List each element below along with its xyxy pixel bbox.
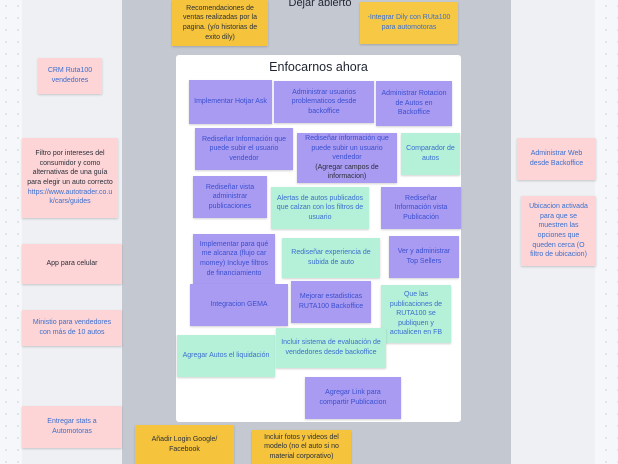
sticky-note-integrar-dily[interactable]: -Integrar Dily con RUta100 para automoto…	[360, 2, 458, 44]
board-title: Enfocarnos ahora	[269, 60, 368, 74]
sticky-note-stats[interactable]: Entregar stats a Automotoras	[22, 406, 122, 448]
sticky-note-app-celular[interactable]: App para celular	[22, 244, 122, 284]
sticky-note-liquidacion[interactable]: Agregar Autos el liquidación	[177, 335, 275, 377]
sticky-note-fotos-videos[interactable]: Incluir fotos y videos del modelo (no el…	[252, 430, 351, 464]
guide-link[interactable]: https://www.autotrader.co.uk/cars/guides	[27, 188, 113, 206]
sticky-note-experiencia-subida[interactable]: Rediseñar experiencia de subida de auto	[282, 238, 380, 278]
sticky-note-ubicacion[interactable]: Ubicacion activada para que se muestren …	[521, 196, 596, 266]
sticky-note-crm[interactable]: CRM Ruta100 vendedores	[38, 58, 102, 94]
sticky-note-comparador[interactable]: Comparador de autos	[401, 133, 460, 175]
sticky-note-gema[interactable]: Integracion GEMA	[190, 284, 288, 326]
frame-title: Dejar abierto	[288, 0, 352, 9]
sticky-note-hotjar[interactable]: Implementar Hotjar Ask	[189, 80, 272, 124]
sticky-note-flujo-car-money[interactable]: Implementar para qué me alcanza (flujo c…	[193, 234, 275, 284]
sticky-note-redisenar-info[interactable]: Rediseñar Información que puede subir el…	[195, 128, 293, 170]
sticky-note-evaluacion[interactable]: Incluir sistema de evaluación de vendedo…	[276, 328, 386, 368]
sticky-note-admin-web[interactable]: Administrar Web desde Backoffice	[517, 138, 596, 180]
sticky-note-vista-publicacion[interactable]: Rediseñar Información vista Publicación	[381, 187, 461, 229]
sticky-note-top-sellers[interactable]: Ver y administrar Top Sellers	[389, 236, 459, 278]
sticky-note-link-compartir[interactable]: Agregar Link para compartir Publicacion	[305, 377, 401, 419]
sticky-note-login-social[interactable]: Añadir Login Google/ Facebook	[135, 425, 234, 464]
sticky-note-rotacion-autos[interactable]: Administrar Rotacion de Autos en Backoff…	[376, 81, 452, 126]
sticky-note-redisenar-info-campos[interactable]: Rediseñar información que puede subir un…	[297, 133, 397, 183]
sticky-note-ministio[interactable]: Ministio para vendedores con más de 10 a…	[22, 310, 122, 346]
sticky-note-vista-admin[interactable]: Rediseñar vista administrar publicacione…	[193, 176, 267, 218]
sticky-note-usuarios-problematicos[interactable]: Administrar usuarios problematicos desde…	[274, 81, 374, 123]
sticky-note-alertas[interactable]: Alertas de autos publicados que calzan c…	[271, 187, 369, 229]
sticky-note-recomendaciones[interactable]: Recomendaciones de ventas realizadas por…	[172, 0, 268, 46]
sticky-note-estadisticas[interactable]: Mejorar estadisticas RUTA100 Backoffice	[291, 281, 371, 323]
sticky-note-filtro-intereses[interactable]: Filtro por intereses del consumidor y co…	[22, 138, 118, 218]
sticky-note-publicar-fb[interactable]: Que las publicaciones de RUTA100 se publ…	[381, 285, 451, 343]
